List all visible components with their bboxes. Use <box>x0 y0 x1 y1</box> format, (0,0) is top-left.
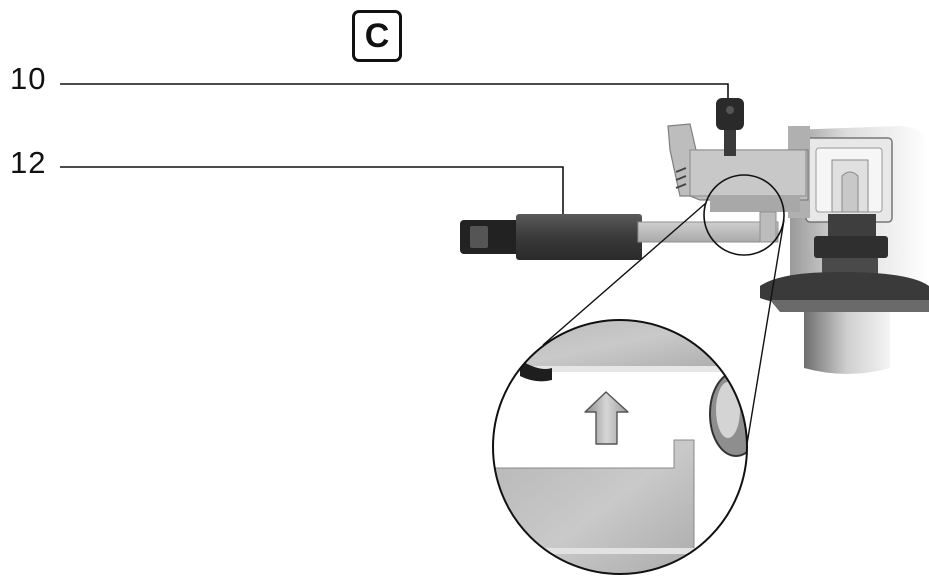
callout-number-12: 12 <box>10 145 47 180</box>
leader-line-12 <box>60 166 564 236</box>
zoom-connector-lines <box>542 202 785 463</box>
screw-10 <box>716 98 744 156</box>
detail-marker-circle <box>703 174 785 256</box>
panel-letter-badge: C <box>352 10 402 62</box>
spindle-assembly <box>760 214 929 374</box>
clamp-bracket <box>667 123 809 212</box>
up-arrow-icon <box>584 391 629 445</box>
leader-line-10 <box>60 83 729 104</box>
callout-number-10: 10 <box>10 61 47 96</box>
zoom-detail-circle <box>492 319 748 575</box>
